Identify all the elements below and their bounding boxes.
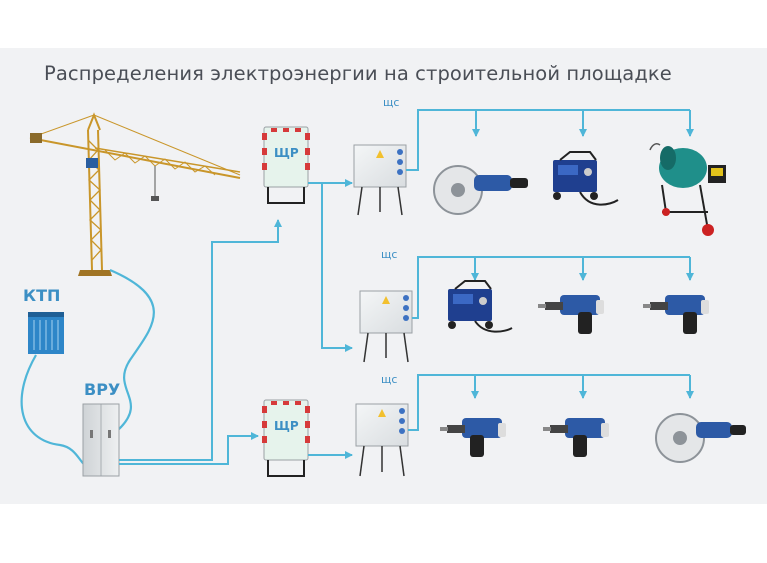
concrete-mixer [649, 143, 726, 236]
diagram-title: Распределения электроэнергии на строител… [44, 62, 672, 85]
vru-to-shr-lines [119, 219, 282, 465]
rotary-hammer-1 [538, 295, 604, 334]
ktp-substation [28, 312, 64, 354]
shs-label-2: щс [381, 248, 398, 261]
ktp-label: КТП [23, 286, 61, 305]
shs-to-tools-lines [406, 109, 694, 431]
circular-saw-1 [433, 165, 528, 215]
shs-panel-2 [359, 290, 413, 363]
rotary-hammer-2 [643, 295, 709, 334]
shs-panel-1 [353, 144, 407, 216]
shr-panel-bottom [262, 399, 310, 477]
tower-crane [29, 112, 241, 276]
rotary-hammer-4 [543, 418, 609, 457]
vru-label: ВРУ [84, 380, 121, 399]
vru-cabinet [82, 403, 120, 477]
shr-panel-top [262, 126, 310, 204]
shr-label-top: ЩР [274, 146, 299, 160]
welding-machine-2 [448, 280, 513, 333]
shs-panel-3 [355, 403, 409, 477]
rotary-hammer-3 [440, 418, 506, 457]
shr-to-shs-lines [308, 179, 353, 459]
welding-machine-1 [553, 151, 619, 206]
shs-label-1: щс [383, 96, 400, 109]
shs-label-3: щс [381, 373, 398, 386]
shr-label-bottom: ЩР [274, 419, 299, 433]
circular-saw-2 [655, 413, 746, 463]
